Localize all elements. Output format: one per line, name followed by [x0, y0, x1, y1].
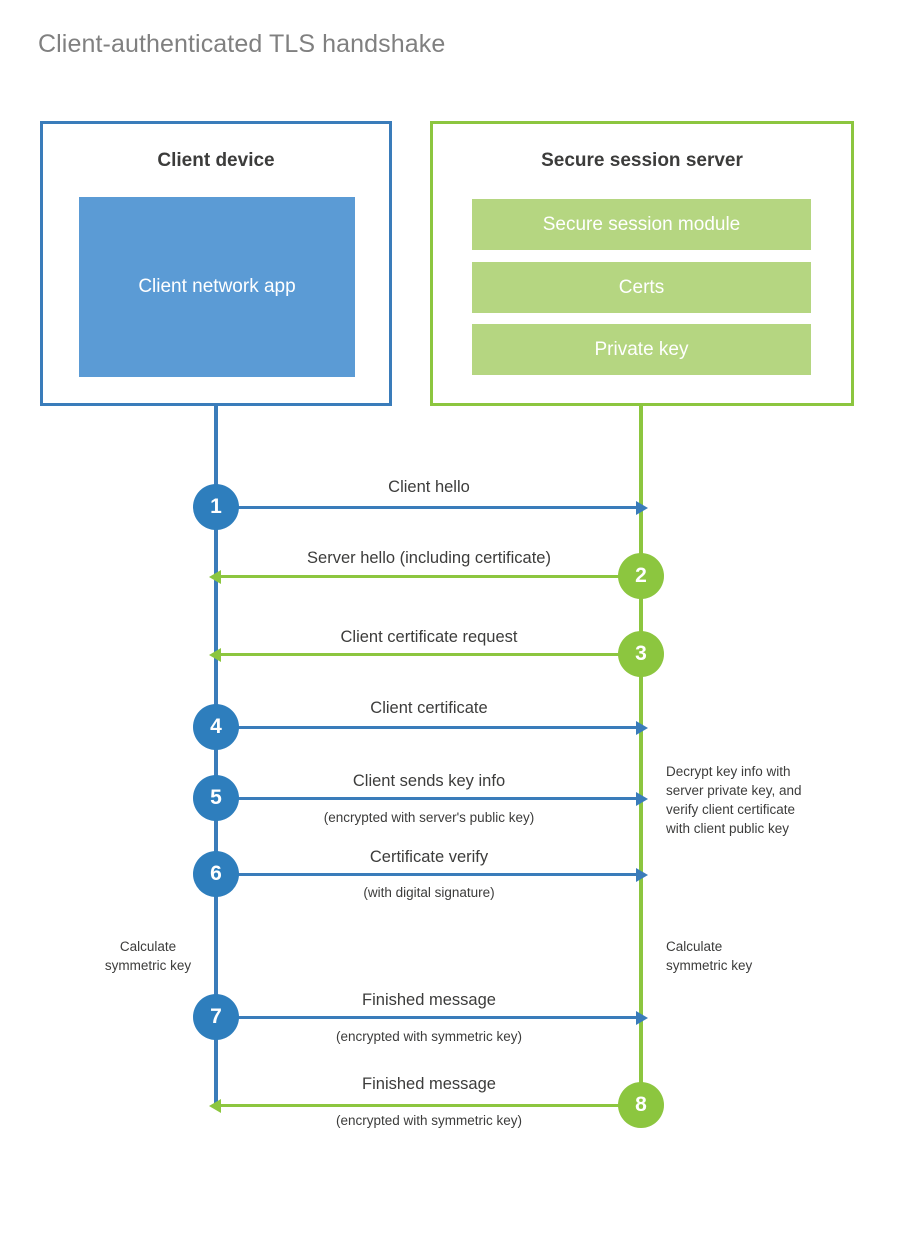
server-lifeline [639, 406, 643, 1106]
step-8-marker: 8 [618, 1082, 664, 1128]
step-1-label: Client hello [388, 478, 470, 496]
step-5-sublabel: (encrypted with server's public key) [323, 810, 535, 825]
page-title: Client-authenticated TLS handshake [38, 30, 446, 58]
step-7-label: Finished message [362, 991, 496, 1009]
client-network-app-block: Client network app [79, 197, 355, 377]
client-device-heading: Client device [157, 150, 275, 171]
client-calculate-symmetric-key-note: Calculate symmetric key [93, 937, 203, 975]
server-decrypt-note-line-1: Decrypt key info with [666, 764, 791, 779]
step-2-arrow [209, 569, 641, 584]
server-component-private-key: Private key [472, 324, 811, 375]
server-calculate-note-line-2: symmetric key [666, 958, 753, 974]
step-3-label: Client certificate request [340, 628, 518, 646]
step-7-sublabel: (encrypted with symmetric key) [335, 1029, 523, 1044]
step-8-label: Finished message [362, 1075, 496, 1093]
server-calculate-note-line-1: Calculate [666, 939, 723, 954]
step-3-marker: 3 [618, 631, 664, 677]
step-8-arrow [209, 1098, 641, 1113]
step-6-sublabel: (with digital signature) [363, 885, 495, 900]
step-2-marker: 2 [618, 553, 664, 599]
server-component-secure-session-module: Secure session module [472, 199, 811, 250]
server-decrypt-note: Decrypt key info with server private key… [666, 762, 841, 839]
secure-session-server-box: Secure session server Secure session mod… [430, 121, 854, 406]
server-decrypt-note-line-3: verify client certificate [666, 802, 796, 818]
step-5-marker: 5 [193, 775, 239, 821]
client-device-box: Client device Client network app [40, 121, 392, 406]
step-7-arrow [216, 1010, 648, 1025]
step-4-marker: 4 [193, 704, 239, 750]
step-7-marker: 7 [193, 994, 239, 1040]
client-lifeline [214, 406, 218, 1108]
step-2-label: Server hello (including certificate) [307, 549, 551, 567]
step-5-arrow [216, 791, 648, 806]
step-4-arrow [216, 720, 648, 735]
step-6-arrow [216, 867, 648, 882]
client-calculate-note-line-2: symmetric key [104, 958, 192, 974]
step-1-arrow [216, 500, 648, 515]
server-decrypt-note-line-2: server private key, and [666, 783, 802, 799]
step-4-label: Client certificate [370, 699, 488, 717]
server-component-certs: Certs [472, 262, 811, 313]
step-8-sublabel: (encrypted with symmetric key) [335, 1113, 523, 1128]
server-calculate-symmetric-key-note: Calculate symmetric key [666, 937, 841, 975]
step-3-arrow [209, 647, 641, 662]
step-5-label: Client sends key info [352, 772, 506, 790]
step-6-label: Certificate verify [369, 848, 489, 866]
step-1-marker: 1 [193, 484, 239, 530]
step-6-marker: 6 [193, 851, 239, 897]
server-decrypt-note-line-4: with client public key [666, 821, 790, 837]
client-calculate-note-line-1: Calculate [119, 939, 177, 954]
secure-session-server-heading: Secure session server [541, 150, 743, 171]
